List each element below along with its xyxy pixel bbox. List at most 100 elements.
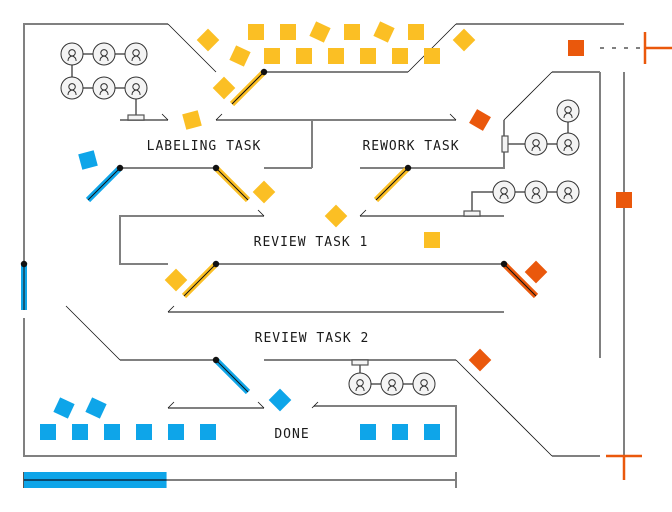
done-item — [360, 424, 376, 440]
worker-icon — [412, 372, 436, 396]
queued-item — [252, 180, 276, 204]
work-items — [40, 21, 548, 440]
worker-icon — [556, 132, 580, 156]
worker-icon — [380, 372, 404, 396]
done-item — [104, 424, 120, 440]
done-tick-left — [167, 401, 175, 409]
worker-icon — [524, 180, 548, 204]
done-item — [200, 424, 216, 440]
queued-item — [392, 48, 408, 64]
outer-diagonal-top-left — [167, 23, 217, 73]
worker-icon — [60, 76, 84, 100]
stage-label-done: DONE — [274, 427, 309, 442]
worker-group-labeling — [60, 42, 160, 121]
rework-diagonal — [503, 71, 553, 121]
queued-item — [182, 110, 202, 130]
gate-review1-review2-hinge — [212, 260, 220, 268]
gate-labeling-done-edge — [87, 167, 121, 201]
workstation — [127, 114, 145, 121]
workstation — [463, 210, 481, 217]
workstation — [351, 359, 369, 366]
gate-labeling-done — [85, 164, 124, 203]
queued-item — [424, 48, 440, 64]
queued-item — [229, 45, 251, 67]
outer-wall-left-lower — [23, 318, 457, 457]
gate-labeling-review — [212, 164, 251, 203]
workstation — [501, 135, 509, 153]
worker-group-rework — [501, 99, 580, 156]
worker-group-review2 — [348, 359, 436, 396]
gate-left-hinge — [20, 260, 28, 268]
worker-icon — [492, 180, 516, 204]
gate-labeling-review-edge — [215, 167, 249, 201]
review1-left-wall — [119, 215, 264, 265]
gate-review2-done-hinge — [212, 356, 220, 364]
review2-top-tick — [167, 305, 175, 313]
gate-labeling-review-hinge — [212, 164, 220, 172]
done-item — [392, 424, 408, 440]
queued-item — [360, 48, 376, 64]
gate-review2-done — [212, 356, 251, 395]
gate-left — [20, 260, 28, 310]
worker-icon — [124, 42, 148, 66]
worker-icon — [556, 180, 580, 204]
labeling-top-tick-right — [215, 113, 223, 121]
gate-review2-done-edge — [215, 359, 249, 393]
done-item — [53, 397, 75, 419]
progress-bar — [23, 472, 457, 488]
gate-rework-review-edge — [375, 167, 409, 201]
labeling-top-tick-left — [161, 113, 169, 121]
gate-review1-rework-edge — [503, 263, 537, 297]
queued-item — [344, 24, 360, 40]
review2-left-diagonal — [65, 305, 121, 361]
queued-item — [264, 48, 280, 64]
rework-top-tick — [449, 113, 457, 121]
review-item — [164, 268, 188, 292]
stage-label-labeling: LABELING TASK — [147, 139, 262, 154]
rework-signal — [568, 32, 672, 480]
stage-label-rework: REWORK TASK — [362, 139, 459, 154]
done-item — [85, 397, 107, 419]
gate-queue — [229, 68, 268, 107]
gate-queue-hinge — [260, 68, 268, 76]
queued-item — [296, 48, 312, 64]
done-item — [40, 424, 56, 440]
done-item — [136, 424, 152, 440]
worker-icon — [60, 42, 84, 66]
queued-item — [452, 28, 476, 52]
queued-item — [373, 21, 395, 43]
queued-item — [212, 76, 236, 100]
rework-signal-item — [568, 40, 584, 56]
queued-item — [328, 48, 344, 64]
gate-review1-rework-hinge — [500, 260, 508, 268]
rework-item — [468, 348, 492, 372]
gate-rework-review-hinge — [404, 164, 412, 172]
rework-item — [524, 260, 548, 284]
done-item — [424, 424, 440, 440]
worker-icon — [556, 99, 580, 123]
review1-item — [424, 232, 440, 248]
worker-icon — [124, 76, 148, 100]
queued-item — [408, 24, 424, 40]
queued-item — [196, 28, 220, 52]
review2-right-diagonal — [455, 359, 553, 457]
done-item — [168, 424, 184, 440]
done-tick-right — [311, 401, 319, 409]
queued-item — [324, 204, 348, 228]
done-item — [268, 388, 292, 412]
done-tick-mid — [257, 401, 265, 409]
gate-review1-rework — [500, 260, 539, 299]
review1-top-tick-right — [359, 209, 367, 217]
outer-wall-left — [23, 23, 168, 262]
worker-icon — [92, 76, 116, 100]
gate-labeling-done-hinge — [116, 164, 124, 172]
done-item — [72, 424, 88, 440]
gate-review1-review2-edge — [183, 263, 217, 297]
queued-item — [309, 21, 331, 43]
worker-icon — [524, 132, 548, 156]
worker-group-review1 — [463, 180, 580, 217]
return-item — [616, 192, 632, 208]
queued-item — [248, 24, 264, 40]
worker-icon — [92, 42, 116, 66]
